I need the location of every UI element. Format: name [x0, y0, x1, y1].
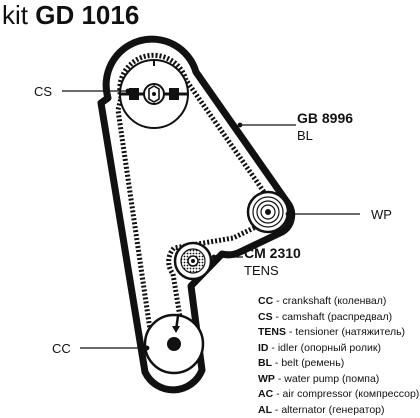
tensioner-pulley — [175, 243, 211, 279]
label-tensioner-code: CM 2310 — [244, 246, 301, 261]
label-cs: CS — [34, 84, 52, 99]
legend-item: ID - idler (опорный ролик) — [258, 341, 419, 357]
label-belt-type: BL — [297, 128, 313, 143]
legend: CC - crankshaft (коленвал) CS - camshaft… — [258, 294, 419, 418]
label-tensioner-type: TENS — [244, 263, 279, 278]
label-belt-code: GB 8996 — [297, 111, 353, 126]
camshaft-pulley — [120, 60, 188, 128]
legend-item: WP - water pump (помпа) — [258, 372, 419, 388]
legend-item: AC - air compressor (компрессор) — [258, 387, 419, 403]
crankshaft-pulley — [145, 315, 203, 373]
label-cc: CC — [52, 341, 71, 356]
water-pump-pulley — [248, 192, 288, 232]
label-wp: WP — [371, 207, 392, 222]
legend-item: BL - belt (ремень) — [258, 356, 419, 372]
legend-item: CC - crankshaft (коленвал) — [258, 294, 419, 310]
legend-item: CS - camshaft (распредвал) — [258, 310, 419, 326]
legend-item: TENS - tensioner (натяжитель) — [258, 325, 419, 341]
